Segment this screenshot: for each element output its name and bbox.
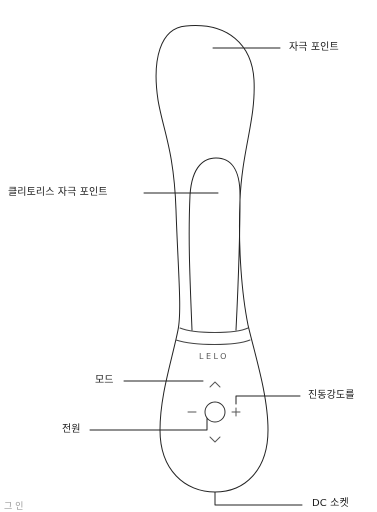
brand-logo: LELO xyxy=(199,352,229,361)
intensity-label: 진동강도를 xyxy=(308,390,355,401)
collar-band xyxy=(179,327,249,333)
mode-label: 모드 xyxy=(95,375,114,386)
leader-line-dc-socket xyxy=(214,491,303,506)
plus-button-icon[interactable] xyxy=(231,407,241,417)
up-button-icon[interactable] xyxy=(209,381,221,388)
figure-caption: 그 인 xyxy=(4,502,24,512)
power-label: 전원 xyxy=(62,424,81,435)
device-body-outline xyxy=(155,25,269,493)
leader-line-power xyxy=(89,417,208,431)
leader-line-intensity xyxy=(235,395,301,405)
power-button[interactable] xyxy=(204,401,226,423)
down-button-icon[interactable] xyxy=(209,436,221,443)
dc-socket-label: DC 소켓 xyxy=(312,498,349,509)
collar-band-lower xyxy=(175,339,251,345)
clitoral-arm-outline xyxy=(188,157,241,331)
clitoral-stimulation-label: 클리토리스 자극 포인트 xyxy=(8,187,108,198)
tip-stimulation-label: 자극 포인트 xyxy=(289,42,339,53)
